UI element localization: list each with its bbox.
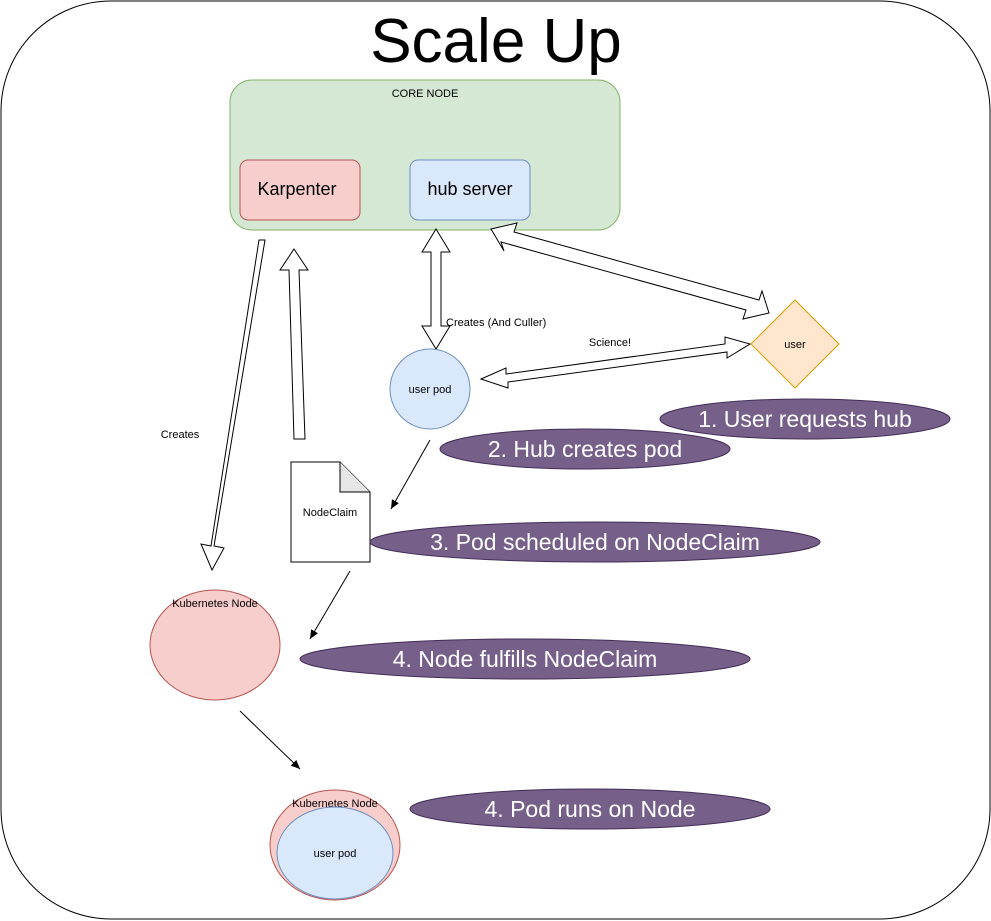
arrow-nodeclaim-to-karpenter — [279, 248, 309, 440]
step-1: 1. User requests hub — [659, 398, 951, 440]
edge-label-creates: Creates — [161, 429, 200, 441]
arrow-node-to-final-node — [239, 710, 301, 770]
hub-server-label: hub server — [427, 179, 512, 199]
karpenter-label: Karpenter — [257, 179, 336, 199]
step-4: 4. Node fulfills NodeClaim — [299, 638, 751, 680]
final-user-pod-label: user pod — [314, 848, 357, 860]
step-1-label: 1. User requests hub — [698, 406, 912, 432]
step-5: 4. Pod runs on Node — [409, 788, 771, 830]
arrow-karpenter-creates-node — [200, 239, 266, 572]
step-5-label: 4. Pod runs on Node — [485, 796, 696, 822]
arrow-nodeclaim-to-node — [309, 570, 351, 640]
step-4-label: 4. Node fulfills NodeClaim — [393, 646, 658, 672]
user-pod-node: user pod — [389, 348, 471, 430]
user-label: user — [784, 339, 806, 351]
edge-label-creates-and-culler: Creates (And Culler) — [446, 317, 546, 329]
nodeclaim-label: NodeClaim — [303, 507, 357, 519]
user-node: user — [750, 299, 840, 389]
nodeclaim-node: NodeClaim — [290, 461, 371, 563]
kubernetes-node: Kubernetes Node — [149, 589, 281, 701]
step-2: 2. Hub creates pod — [439, 428, 731, 470]
kubernetes-node-label: Kubernetes Node — [172, 598, 258, 610]
final-user-pod — [276, 806, 394, 900]
final-kubernetes-node: Kubernetes Node user pod — [269, 789, 401, 901]
core-node-label: CORE NODE — [392, 88, 459, 100]
step-3: 3. Pod scheduled on NodeClaim — [369, 521, 821, 563]
hub-server-box: hub server — [409, 159, 531, 221]
edge-label-science: Science! — [589, 337, 631, 349]
arrow-pod-to-nodeclaim — [390, 439, 431, 510]
diagram-title: Scale Up — [370, 7, 622, 76]
final-kubernetes-node-label: Kubernetes Node — [292, 798, 378, 810]
step-2-label: 2. Hub creates pod — [488, 436, 682, 462]
karpenter-box: Karpenter — [239, 159, 361, 221]
step-3-label: 3. Pod scheduled on NodeClaim — [430, 529, 760, 555]
arrow-pod-to-user-bidirectional — [479, 336, 752, 389]
user-pod-label: user pod — [409, 384, 452, 396]
arrow-hub-to-user-bidirectional — [490, 222, 770, 320]
